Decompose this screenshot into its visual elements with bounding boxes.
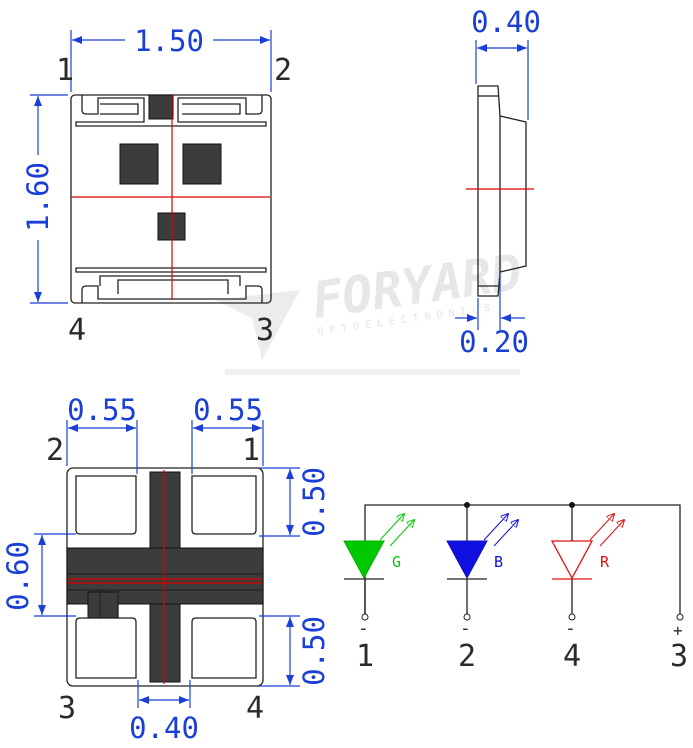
common-pin-terminal — [676, 613, 684, 621]
bottom-view-pin-1: 1 — [242, 433, 260, 468]
led-green-triangle — [343, 540, 385, 580]
bottom-view-pin-3: 3 — [58, 691, 76, 726]
led-blue-pin-terminal — [463, 613, 471, 621]
led-blue: B - 2 — [446, 505, 518, 674]
bottom-view-cross-notch — [87, 591, 119, 619]
led-green-pin-sign: - — [358, 618, 369, 639]
led-red-pin-sign: - — [565, 618, 576, 639]
led-blue-triangle — [446, 540, 488, 580]
led-green-pin-terminal — [361, 613, 369, 621]
top-view-chip-2 — [119, 143, 159, 185]
bottom-view-pin-2: 2 — [46, 433, 64, 468]
bottom-view-pad-1 — [191, 475, 257, 535]
led-red-triangle — [550, 540, 594, 580]
top-view-chip-3 — [182, 143, 222, 185]
led-green: G - 1 — [343, 514, 414, 674]
side-view-bottom-label: 0.20 — [459, 325, 529, 359]
top-view-lead-frame-top — [75, 95, 267, 127]
led-red-letter: R — [600, 553, 610, 571]
bottom-view-center-width-label: 0.40 — [129, 711, 199, 745]
common-pin-sign: + — [673, 621, 683, 640]
led-blue-letter: B — [494, 553, 503, 571]
bottom-view-pad-4 — [191, 617, 257, 679]
top-view-pin-3: 3 — [256, 313, 274, 348]
side-view: 0.40 0.20 — [455, 5, 541, 359]
common-pin-label: 3 — [670, 639, 688, 674]
led-red: R - 4 — [550, 505, 624, 674]
top-view-pin-2: 2 — [274, 53, 292, 88]
top-view: 1.50 1.60 1 2 3 4 — [21, 24, 292, 348]
bottom-view-right-pad-label: 0.55 — [193, 393, 263, 427]
top-view-pin-1: 1 — [56, 53, 74, 88]
led-blue-pin-label: 2 — [458, 639, 476, 674]
top-view-height-label: 1.60 — [21, 162, 55, 232]
watermark-logo-mark — [215, 290, 300, 360]
side-view-top-label: 0.40 — [471, 5, 541, 39]
led-green-pin-label: 1 — [356, 639, 374, 674]
side-view-outline — [477, 85, 527, 297]
led-red-pin-label: 4 — [563, 639, 581, 674]
led-green-letter: G — [392, 553, 401, 571]
schematic: G - 1 B - 2 R - — [343, 502, 688, 674]
led-red-pin-terminal — [568, 613, 576, 621]
bottom-view-pad-2 — [75, 475, 137, 535]
bottom-view-bottom-pad-height-label: 0.50 — [297, 616, 331, 686]
common-anode: + 3 — [670, 613, 688, 674]
top-view-chip-1 — [148, 94, 174, 120]
bottom-view: 0.55 0.55 0.50 0.50 0.60 0.40 2 1 3 4 — [1, 393, 331, 745]
bottom-view-top-pad-height-label: 0.50 — [297, 467, 331, 537]
bottom-view-pin-4: 4 — [246, 691, 264, 726]
bottom-view-center-height-label: 0.60 — [1, 541, 35, 611]
top-view-width-label: 1.50 — [134, 24, 204, 58]
bottom-view-left-pad-label: 0.55 — [67, 393, 137, 427]
bottom-view-pad-3 — [75, 617, 137, 679]
led-blue-pin-sign: - — [460, 618, 471, 639]
top-view-pin-4: 4 — [68, 313, 86, 348]
